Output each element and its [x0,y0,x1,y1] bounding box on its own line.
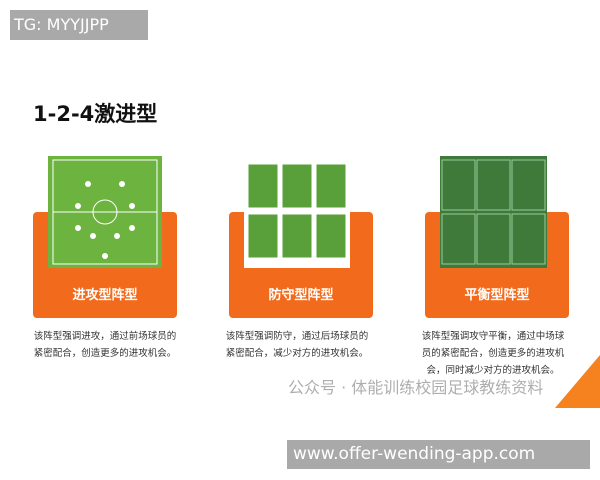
card-label: 进攻型阵型 [72,288,138,303]
balance-formation-image [440,156,547,268]
tg-tag: TG: MYYJJPP [10,10,148,40]
card-description: 该阵型强调进攻，通过前场球员的紧密配合，创造更多的进攻机会。 [33,331,177,359]
card-label: 防守型阵型 [268,288,334,303]
corner-decoration [555,355,600,408]
watermark: 公众号 · 体能训练校园足球教练资料 [288,378,544,397]
card-description: 该阵型强调防守，通过后场球员的紧密配合，减少对方的进攻机会。 [225,331,369,359]
attack-formation-image [48,156,162,268]
card-label: 平衡型阵型 [464,288,530,303]
page-title: 1-2-4激进型 [33,102,158,126]
url-banner: www.offer-wending-app.com [287,440,590,469]
card-description: 该阵型强调攻守平衡，通过中场球员的紧密配合，创造更多的进攻机会，同时减少对方的进… [421,331,565,376]
defense-formation-image [244,156,350,268]
